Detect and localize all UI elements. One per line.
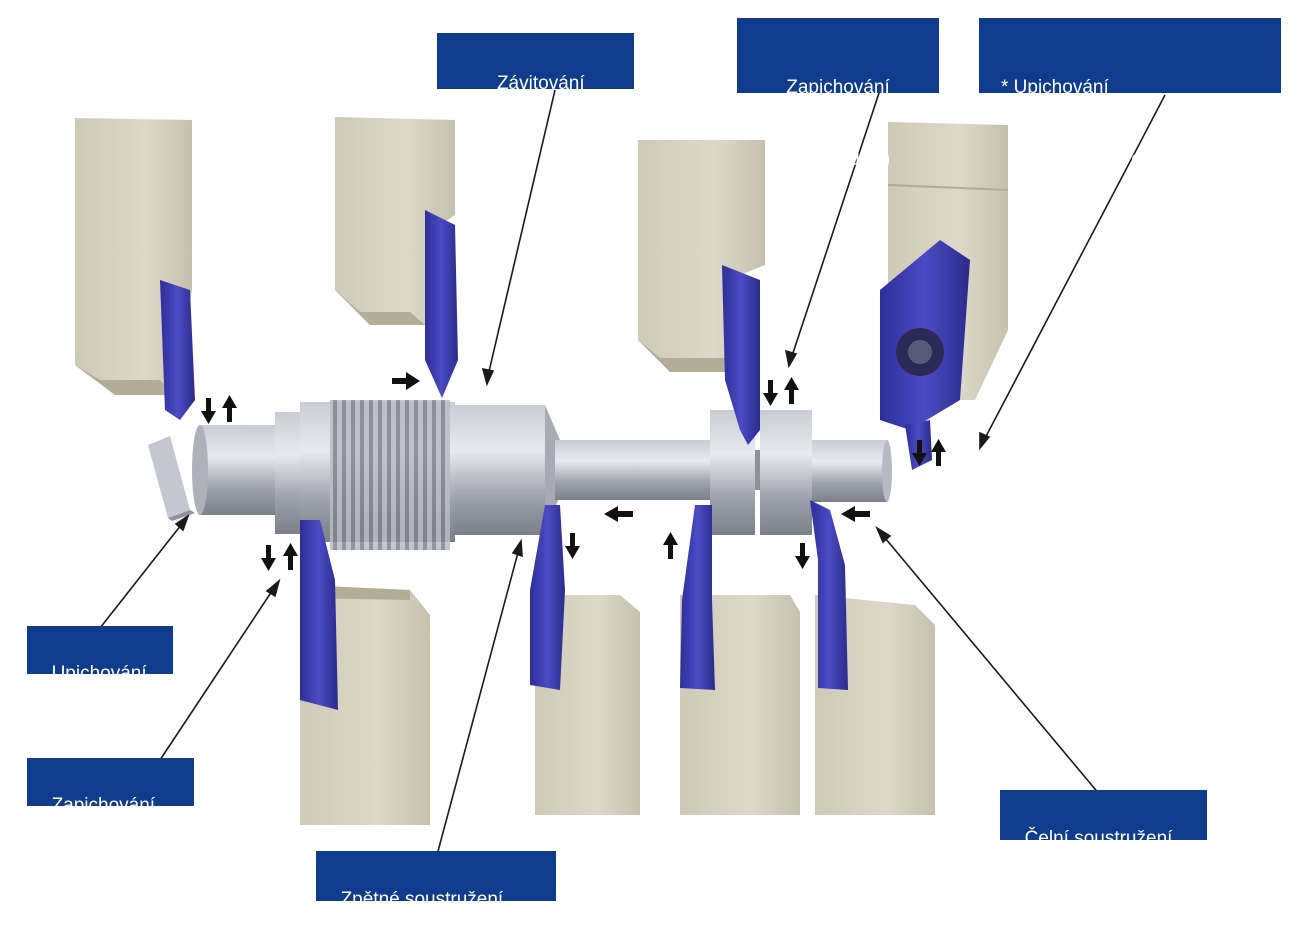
label-threading-text: Závitování (496, 73, 585, 94)
arrow-up-icon (931, 439, 946, 466)
arrow-up-icon (663, 532, 678, 559)
leader-grooving-radius (789, 89, 881, 363)
label-back-turning: Zpětné soustružení (316, 851, 556, 910)
tool-face-turning (810, 500, 848, 690)
arrow-up-icon (784, 377, 799, 404)
leader-back-turning (436, 544, 521, 856)
tool-parting (160, 280, 195, 420)
label-grooving: Zapichování (27, 758, 194, 816)
label-back-turning-text: Zpětné soustružení (340, 889, 504, 910)
motion-arrows (201, 372, 946, 571)
label-grooving-text: Zapichování (51, 795, 156, 816)
arrow-up-icon (283, 543, 298, 570)
label-grooving-full-radius-line1: Zapichování (786, 77, 890, 98)
thread-section (330, 400, 450, 550)
label-parting-horizontal: * Upichování s horizontální destičkou (979, 18, 1281, 170)
label-face-turning-text: Čelní soustružení (1024, 828, 1173, 849)
workpiece-shaft (192, 400, 892, 550)
tool-grooving (300, 520, 338, 710)
parted-off-disc (148, 436, 195, 521)
label-grooving-full-radius: Zapichování (plný rádius) (737, 18, 939, 170)
arrow-left-icon (604, 506, 633, 522)
arrow-down-icon (261, 545, 276, 571)
label-grooving-full-radius-line2: (plný rádius) (785, 149, 891, 170)
leader-lines (99, 89, 1166, 856)
arrow-right-icon (392, 372, 420, 390)
leader-parting (99, 519, 186, 629)
arrow-left-icon (841, 506, 870, 522)
leader-threading (486, 89, 556, 381)
leader-horizontal-parting (981, 94, 1166, 445)
label-parting-text: Upichování (51, 663, 147, 684)
leader-face-turning (879, 531, 1101, 796)
tool-horizontal-parting (880, 240, 970, 470)
label-face-turning: Čelní soustružení (1000, 790, 1207, 849)
label-parting: Upichování (27, 626, 173, 684)
label-threading: Závitování (437, 33, 634, 94)
tool-threading (425, 210, 458, 398)
arrow-down-icon (912, 440, 927, 466)
tool-back-turning (530, 505, 565, 690)
arrow-down-icon (201, 398, 216, 424)
tool-middle (680, 505, 715, 690)
arrow-up-icon (222, 395, 237, 422)
arrow-down-icon (795, 543, 810, 569)
label-parting-horizontal-line1: * Upichování (1001, 77, 1109, 98)
tool-grooving-radius (722, 265, 760, 445)
arrow-down-icon (763, 380, 778, 406)
leader-grooving (159, 584, 277, 761)
arrow-down-icon (565, 533, 580, 559)
label-parting-horizontal-line2: s horizontální destičkou (1013, 149, 1212, 170)
